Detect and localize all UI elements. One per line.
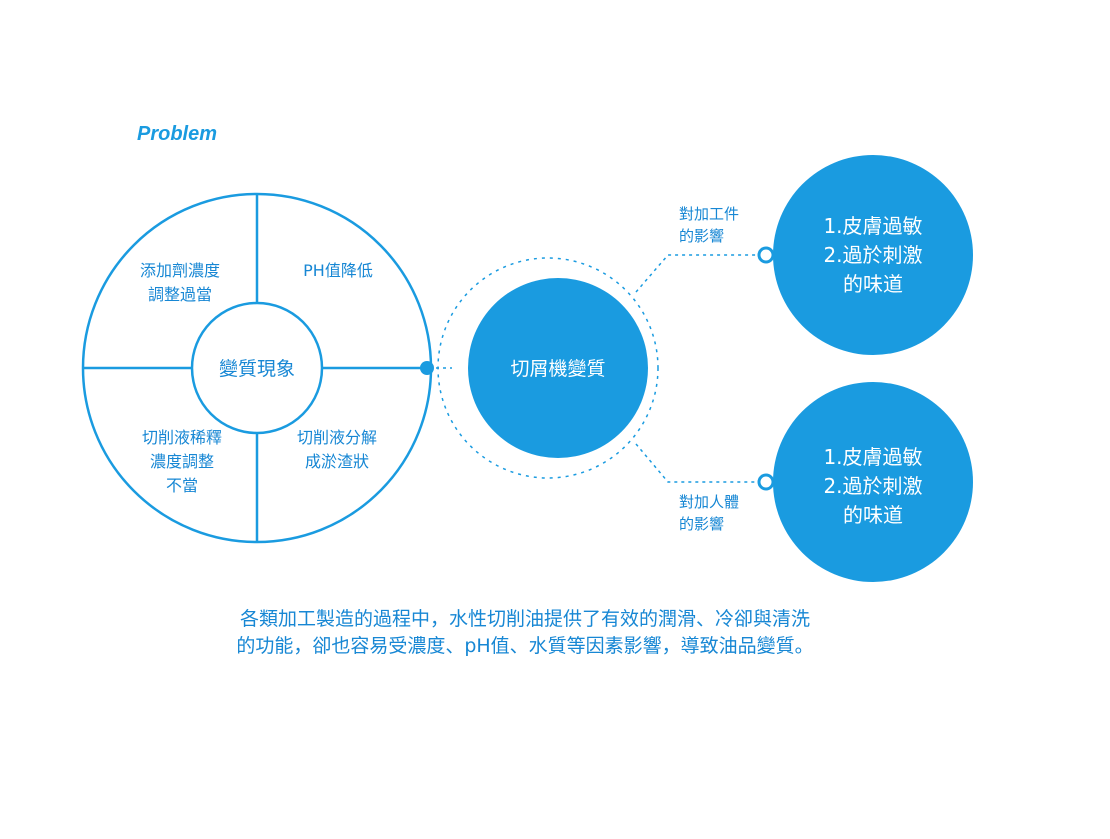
- branch-bottom-connector: [635, 443, 758, 483]
- quadrant-br-line2: 成淤渣狀: [305, 452, 369, 471]
- branch-bottom-label-line2: 的影響: [679, 515, 724, 533]
- branch-top-label-line1: 對加工件: [679, 205, 739, 223]
- branch-top-label-line2: 的影響: [679, 227, 724, 245]
- quadrant-br-line1: 切削液分解: [297, 428, 377, 447]
- diagram-title: Problem: [137, 123, 218, 145]
- caption-line-2: 的功能，卻也容易受濃度、pH值、水質等因素影響，導致油品變質。: [236, 635, 814, 657]
- effect-circle-bottom: [773, 382, 973, 582]
- quadrant-bl-line1: 切削液稀釋: [142, 428, 222, 447]
- effect-top-line3: 的味道: [843, 272, 903, 296]
- hub-circle: [468, 278, 648, 458]
- description-caption: 各類加工製造的過程中，水性切削油提供了有效的潤滑、冷卻與清洗 的功能，卻也容易受…: [160, 606, 890, 660]
- quadrant-bl-line3: 不當: [166, 476, 198, 495]
- hub-label: 切屑機變質: [510, 358, 605, 380]
- caption-line-1: 各類加工製造的過程中，水性切削油提供了有效的潤滑、冷卻與清洗: [239, 608, 810, 630]
- quadrant-tr-line1: PH值降低: [303, 261, 373, 280]
- wheel-connector-dot: [420, 361, 434, 375]
- effect-top-line1: 1.皮膚過敏: [823, 214, 922, 238]
- branch-bottom-label-line1: 對加人體: [679, 493, 739, 511]
- effect-top-port: [757, 246, 775, 264]
- effect-bottom-line2: 2.過於刺激: [823, 474, 922, 498]
- branch-top-connector: [635, 254, 758, 293]
- effect-circle-top: [773, 155, 973, 355]
- quadrant-bl-line2: 濃度調整: [150, 452, 214, 471]
- effect-bottom-line1: 1.皮膚過敏: [823, 445, 922, 469]
- wheel-center-label: 變質現象: [219, 358, 295, 380]
- effect-bottom-port: [757, 473, 775, 491]
- quadrant-tl-line1: 添加劑濃度: [140, 261, 220, 280]
- quadrant-tl-line2: 調整過當: [148, 285, 212, 304]
- effect-top-line2: 2.過於刺激: [823, 243, 922, 267]
- effect-bottom-line3: 的味道: [843, 503, 903, 527]
- hub-orbit-ring: [437, 257, 659, 479]
